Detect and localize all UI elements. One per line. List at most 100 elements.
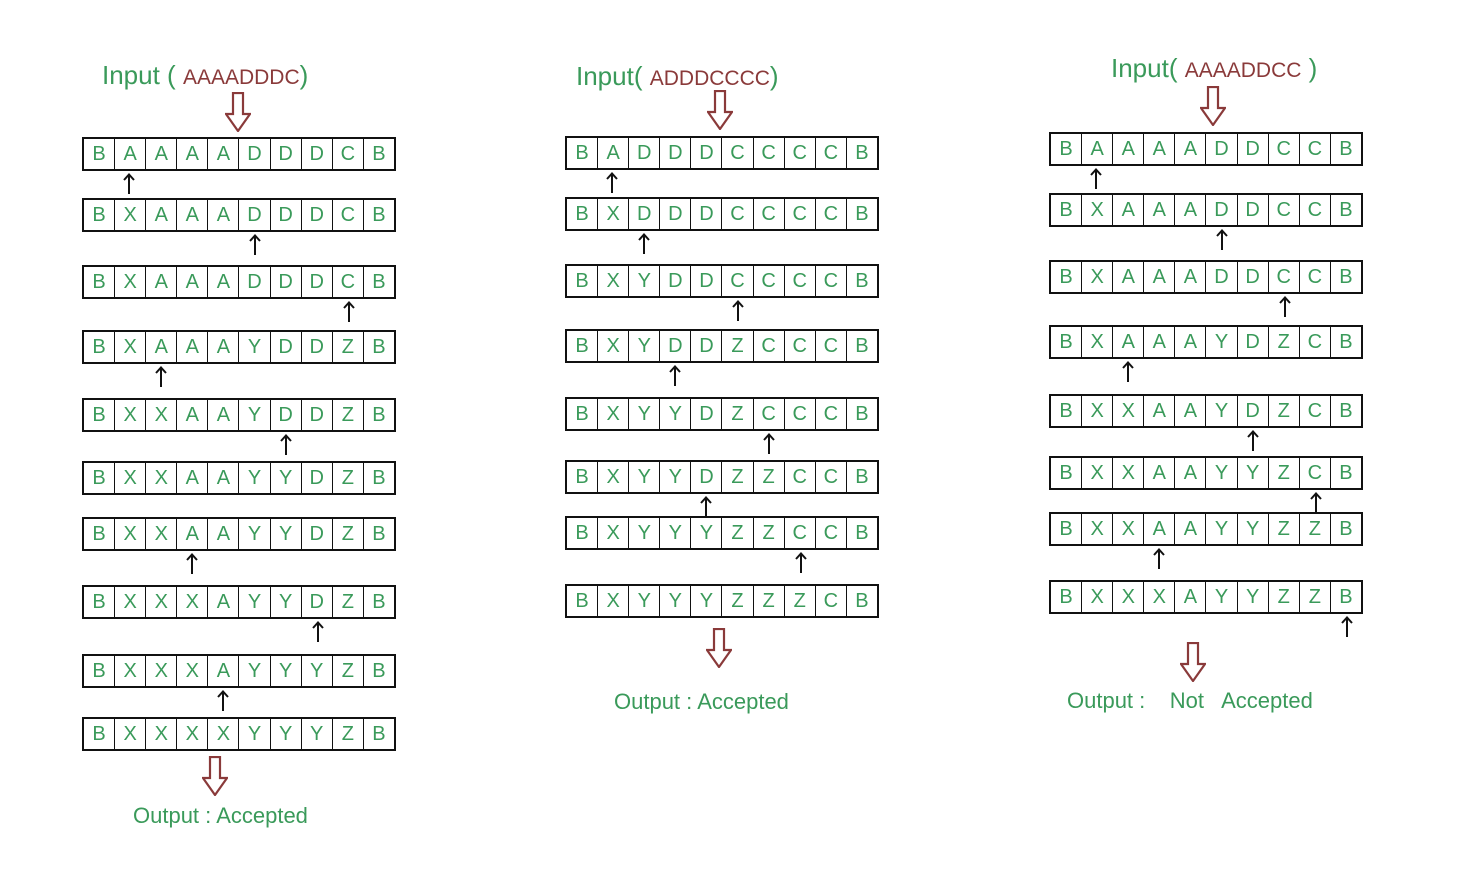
tape-cell: Y [271, 719, 302, 749]
tape-cell: B [567, 586, 599, 616]
tape-cell: B [855, 203, 869, 225]
tape-cell: B [84, 400, 116, 430]
tape-cell: X [1082, 262, 1114, 292]
tape-cell: A [208, 332, 240, 362]
tape-cell: Y [1238, 582, 1269, 612]
machine-2-output-label: Output : Accepted [614, 691, 789, 713]
tape-cell: Z [333, 332, 364, 362]
tape-cell: D [271, 332, 302, 362]
tape-cell: B [372, 467, 386, 489]
tape-cell: D [302, 200, 333, 230]
machine-1-input-suffix: ) [299, 60, 309, 90]
tape-cell: Z [1300, 582, 1331, 612]
head-pointer-arrow-icon [1278, 296, 1292, 318]
tape-cell: Y [629, 462, 661, 492]
tape-cell: A [1113, 327, 1145, 357]
tape-cell: Z [722, 399, 754, 429]
tape-cell: D [302, 332, 333, 362]
tape-cell: X [598, 518, 630, 548]
tape-cell: D [660, 199, 692, 229]
tape-cell: C [1300, 262, 1331, 292]
tape-cell: C [785, 399, 816, 429]
tape-cell: A [208, 656, 240, 686]
tape-cell: D [1206, 195, 1238, 225]
machine-3-output-arrow-icon [1180, 642, 1206, 682]
tape-cell: Y [271, 587, 302, 617]
tape-cell: D [302, 400, 333, 430]
tape-cell: X [598, 266, 630, 296]
tape-cell: Y [271, 519, 302, 549]
tape-cell: B [372, 336, 386, 358]
head-pointer-arrow-icon [1215, 229, 1229, 251]
tape-cell: C [1269, 134, 1300, 164]
machine-3-input-suffix: ) [1308, 53, 1318, 83]
tape-cell: A [1175, 134, 1207, 164]
tape-cell: A [208, 200, 240, 230]
head-pointer-arrow-icon [637, 233, 651, 255]
tape-cell: D [691, 462, 723, 492]
machine-3-output-label: Output : Not Accepted [1067, 690, 1313, 712]
machine-2-input-string: ADDDCCCC [649, 67, 770, 90]
tape-cell: X [115, 200, 147, 230]
tape-cell: A [1175, 262, 1207, 292]
tape-cell: A [146, 332, 178, 362]
tape-cell: Y [660, 462, 692, 492]
tape-cell: D [271, 400, 302, 430]
tape-cell: B [1339, 266, 1353, 288]
tape-cell: A [1175, 327, 1207, 357]
tape-cell: D [1238, 396, 1269, 426]
tape-cell: A [1175, 514, 1207, 544]
tape-cell: A [1175, 396, 1207, 426]
tape-cell: Z [722, 586, 754, 616]
tape-cell: B [1051, 458, 1083, 488]
tape-cell: D [1238, 134, 1269, 164]
tape-cell: Z [1269, 327, 1300, 357]
machine-2-input-label: Input( ADDDCCCC) [576, 63, 779, 89]
tape-cell: B [855, 142, 869, 164]
tape-cell: B [567, 138, 599, 168]
tape-cell: C [1300, 327, 1331, 357]
head-pointer-arrow-icon [1309, 492, 1323, 514]
tape-cell: Y [1206, 396, 1238, 426]
tape-cell: Z [754, 462, 785, 492]
tape-cell: X [1082, 582, 1114, 612]
tape-cell: C [816, 199, 847, 229]
tape-cell: X [115, 332, 147, 362]
tape-cell: B [1051, 134, 1083, 164]
tape-cell: C [1300, 458, 1331, 488]
tape-cell: B [1339, 199, 1353, 221]
tape-cell: A [1144, 262, 1176, 292]
machine-2-output-prefix: Output : [614, 689, 693, 714]
tape-cell: B [1339, 518, 1353, 540]
tape-cell: C [816, 138, 847, 168]
tape-cell: B [84, 267, 116, 297]
tape-cell: B [855, 335, 869, 357]
tape-cell: B [84, 519, 116, 549]
machine-1-output-label: Output : Accepted [133, 805, 308, 827]
tape-cell: B [372, 271, 386, 293]
tape-cell: X [115, 267, 147, 297]
tape-cell: Y [239, 587, 271, 617]
tape-cell: B [567, 199, 599, 229]
tape-cell: D [1238, 195, 1269, 225]
tape-cell: Y [239, 400, 271, 430]
tape-cell: Z [1300, 514, 1331, 544]
tape-cell: X [598, 586, 630, 616]
tape-cell: Y [1238, 514, 1269, 544]
tape-cell: C [722, 138, 754, 168]
tape-cell: C [816, 266, 847, 296]
tape-cell: D [660, 331, 692, 361]
tape-cell: A [177, 519, 209, 549]
tape-cell: D [691, 399, 723, 429]
tape-cell: A [208, 519, 240, 549]
tape-cell: Y [691, 586, 723, 616]
